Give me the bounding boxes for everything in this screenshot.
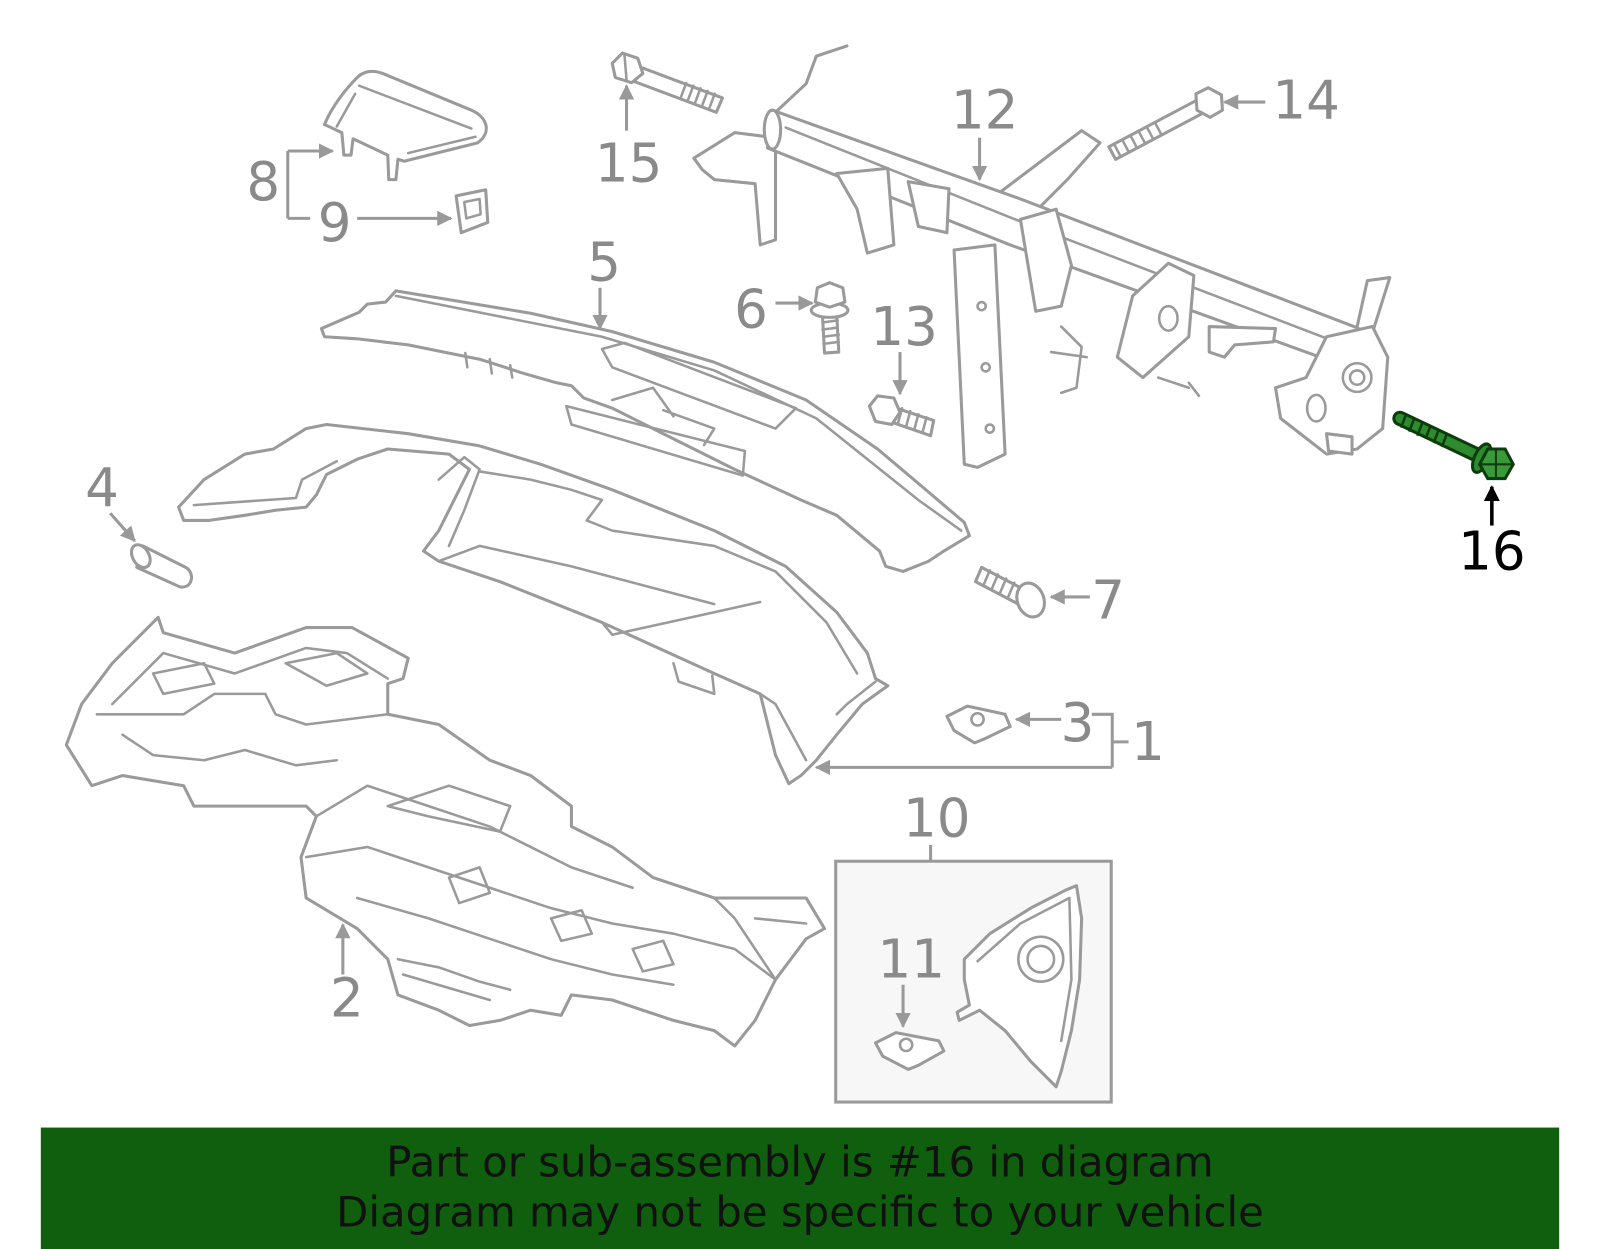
part-1-instrument-panel <box>177 422 890 786</box>
part-14-bolt <box>1107 86 1224 161</box>
callout-6: 6 <box>734 279 768 341</box>
part-16-bolt-highlighted <box>1392 410 1516 481</box>
callout-4: 4 <box>85 457 119 519</box>
banner-line-2: Diagram may not be specific to your vehi… <box>336 1188 1264 1237</box>
leader-arrow-4 <box>109 512 136 542</box>
part-7-bolt <box>973 565 1046 619</box>
callout-3: 3 <box>1061 692 1095 754</box>
callout-9: 9 <box>318 192 352 254</box>
part-6-bolt <box>809 281 850 355</box>
callout-12: 12 <box>951 80 1019 142</box>
callout-1: 1 <box>1131 711 1165 773</box>
info-banner: Part or sub-assembly is #16 in diagram D… <box>40 1127 1560 1249</box>
callout-10: 10 <box>903 788 971 850</box>
callout-7: 7 <box>1091 569 1125 631</box>
callout-5: 5 <box>587 232 621 294</box>
part-12-dash-frame <box>692 44 1392 469</box>
part-9-clip <box>454 188 490 235</box>
banner-line-1: Part or sub-assembly is #16 in diagram <box>386 1138 1213 1187</box>
part-15-bolt <box>610 51 724 114</box>
part-3-clip-nut <box>945 704 1012 745</box>
part-13-bolt <box>867 394 936 438</box>
leader-1-bracket <box>814 712 1129 776</box>
part-10-cover <box>955 884 1084 1089</box>
callout-11: 11 <box>877 929 945 991</box>
part-5-upper-trim <box>319 289 971 573</box>
callout-13: 13 <box>870 296 938 358</box>
callout-15: 15 <box>595 133 663 195</box>
part-11-clip-nut <box>873 1031 946 1071</box>
callout-8: 8 <box>246 151 280 213</box>
part-4-cap <box>129 543 194 589</box>
leader-8-9-bracket <box>286 143 453 227</box>
callout-14: 14 <box>1272 69 1340 131</box>
part-8-cover <box>322 69 488 182</box>
callout-2: 2 <box>330 967 364 1029</box>
part-2-lower-panel <box>64 615 827 1048</box>
callout-16: 16 <box>1458 520 1526 582</box>
